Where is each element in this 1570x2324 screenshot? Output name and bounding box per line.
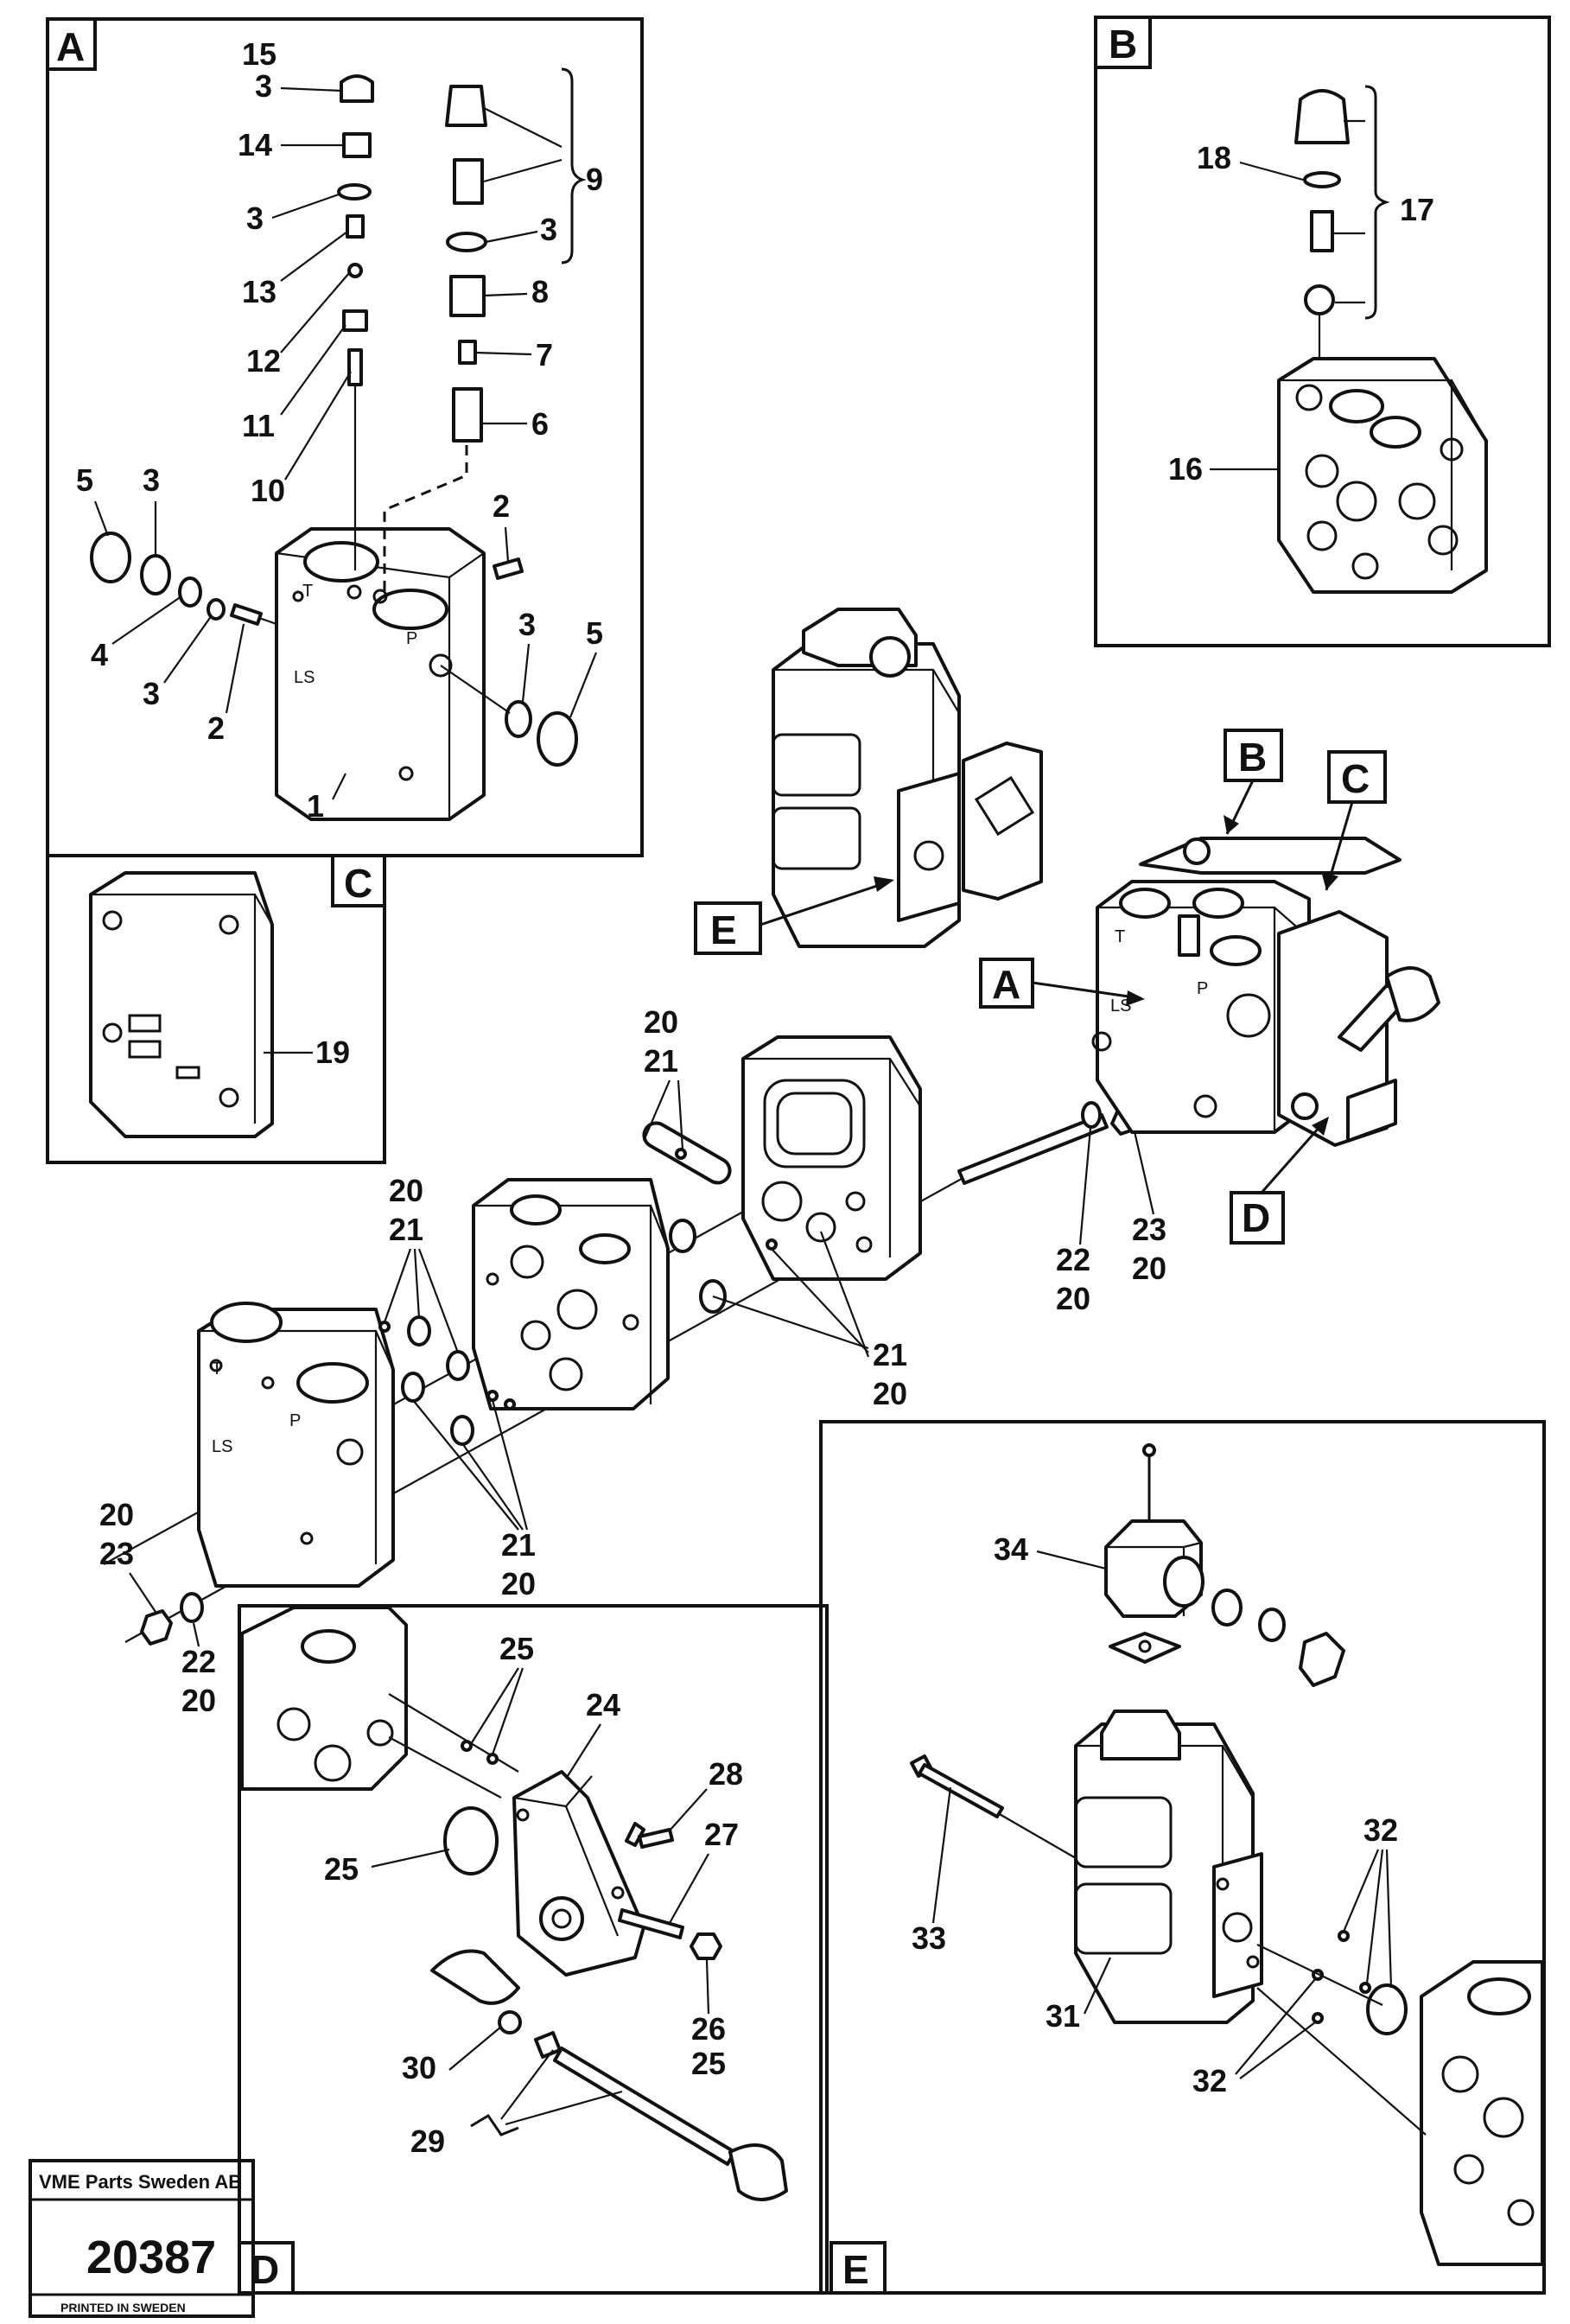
label-18: 18	[1197, 140, 1231, 175]
panel-a-letter: A	[56, 24, 85, 69]
label-20: 20	[99, 1497, 134, 1532]
label-5: 5	[586, 615, 603, 651]
label-34: 34	[994, 1531, 1028, 1567]
label-20: 20	[1132, 1251, 1166, 1286]
label-26: 26	[691, 2011, 726, 2047]
cast-letter-t-3: T	[1115, 927, 1125, 946]
label-3: 3	[143, 462, 160, 498]
label-3: 3	[518, 607, 536, 642]
label-23: 23	[99, 1536, 134, 1571]
cast-letter-t-2: T	[212, 1359, 222, 1378]
label-32: 32	[1192, 2063, 1227, 2098]
label-25: 25	[499, 1631, 534, 1666]
label-21: 21	[501, 1527, 536, 1563]
label-25: 25	[324, 1851, 359, 1887]
label-19: 19	[315, 1035, 350, 1070]
label-2: 2	[493, 488, 510, 524]
label-33: 33	[912, 1920, 946, 1956]
publisher-stamp: VME Parts Sweden AB 20387 PRINTED IN SWE…	[29, 2159, 255, 2318]
valve-section-body: T P LS	[275, 527, 486, 821]
label-3: 3	[540, 212, 557, 247]
label-9: 9	[586, 162, 603, 197]
stamp-number: 20387	[86, 2232, 216, 2283]
panel-a: A T P LS	[46, 17, 644, 857]
label-28: 28	[709, 1756, 743, 1792]
label-20: 20	[1056, 1281, 1090, 1316]
label-20: 20	[501, 1566, 536, 1601]
stamp-company: VME Parts Sweden AB	[39, 2171, 242, 2193]
side-plug-parts-right	[440, 557, 578, 767]
label-16: 16	[1168, 451, 1203, 487]
label-29: 29	[410, 2123, 445, 2159]
label-7: 7	[536, 337, 553, 372]
cast-letter-p: P	[406, 629, 417, 648]
cast-letter-p-2: P	[289, 1411, 301, 1430]
panel-d-letter: D	[251, 2247, 279, 2292]
label-5: 5	[76, 462, 93, 498]
label-20: 20	[644, 1004, 678, 1040]
label-25: 25	[691, 2046, 726, 2081]
label-4: 4	[91, 637, 108, 672]
label-22: 22	[1056, 1242, 1090, 1277]
cast-letter-ls: LS	[294, 668, 315, 687]
cast-letter-ls-2: LS	[212, 1437, 232, 1456]
label-3: 3	[246, 201, 264, 236]
cast-letter-ls-3: LS	[1110, 996, 1131, 1016]
label-13: 13	[242, 274, 276, 309]
panel-e: E	[819, 1420, 1546, 2295]
solenoid-section-overview	[772, 608, 1043, 948]
check-valve-stack	[337, 74, 374, 570]
label-31: 31	[1046, 1998, 1080, 2034]
label-23: 23	[1132, 1212, 1166, 1247]
cast-letter-t: T	[302, 582, 313, 601]
label-1: 1	[307, 788, 324, 824]
panel-e-letter: E	[842, 2247, 869, 2292]
callout-a: A	[979, 958, 1145, 1009]
label-20: 20	[181, 1683, 216, 1718]
label-10: 10	[251, 473, 285, 508]
label-30: 30	[402, 2050, 436, 2085]
panel-b-letter: B	[1109, 22, 1137, 67]
side-plug-parts-left	[90, 532, 277, 626]
assembled-valve: T P LS	[1091, 837, 1440, 1147]
label-21: 21	[389, 1212, 423, 1247]
cast-letter-p-3: P	[1197, 979, 1208, 998]
label-6: 6	[531, 406, 549, 442]
panel-c: C 19	[46, 854, 386, 1164]
label-3: 3	[143, 676, 160, 711]
label-32: 32	[1363, 1812, 1398, 1848]
stamp-printed: PRINTED IN SWEDEN	[60, 2301, 186, 2314]
panel-c-letter: C	[344, 861, 372, 906]
exploded-main-assembly: T P LS	[99, 1004, 1166, 1718]
relief-valve-stack	[383, 85, 487, 596]
label-17: 17	[1400, 192, 1434, 227]
callout-e: E	[694, 876, 894, 955]
label-22: 22	[181, 1644, 216, 1679]
label-2: 2	[207, 710, 225, 746]
label-15: 15	[242, 36, 276, 72]
panel-b: B 18 17 16	[1094, 16, 1551, 647]
label-12: 12	[246, 343, 281, 379]
callout-c-letter: C	[1341, 756, 1370, 801]
label-27: 27	[704, 1817, 739, 1852]
label-24: 24	[586, 1687, 620, 1722]
label-3: 3	[255, 68, 272, 104]
callout-a-letter: A	[992, 962, 1020, 1007]
callout-e-letter: E	[710, 907, 737, 952]
label-20: 20	[389, 1173, 423, 1208]
label-8: 8	[531, 274, 549, 309]
callout-b-letter: B	[1238, 735, 1267, 780]
label-21: 21	[644, 1043, 678, 1079]
panel-d: D 25 24	[238, 1604, 829, 2295]
callout-d-letter: D	[1242, 1195, 1270, 1240]
label-11: 11	[242, 408, 275, 443]
label-21: 21	[873, 1337, 907, 1372]
callout-d: D	[1230, 1117, 1329, 1245]
label-20: 20	[873, 1376, 907, 1411]
callout-b: B	[1224, 729, 1283, 835]
callout-c: C	[1321, 750, 1387, 891]
label-14: 14	[238, 127, 272, 162]
